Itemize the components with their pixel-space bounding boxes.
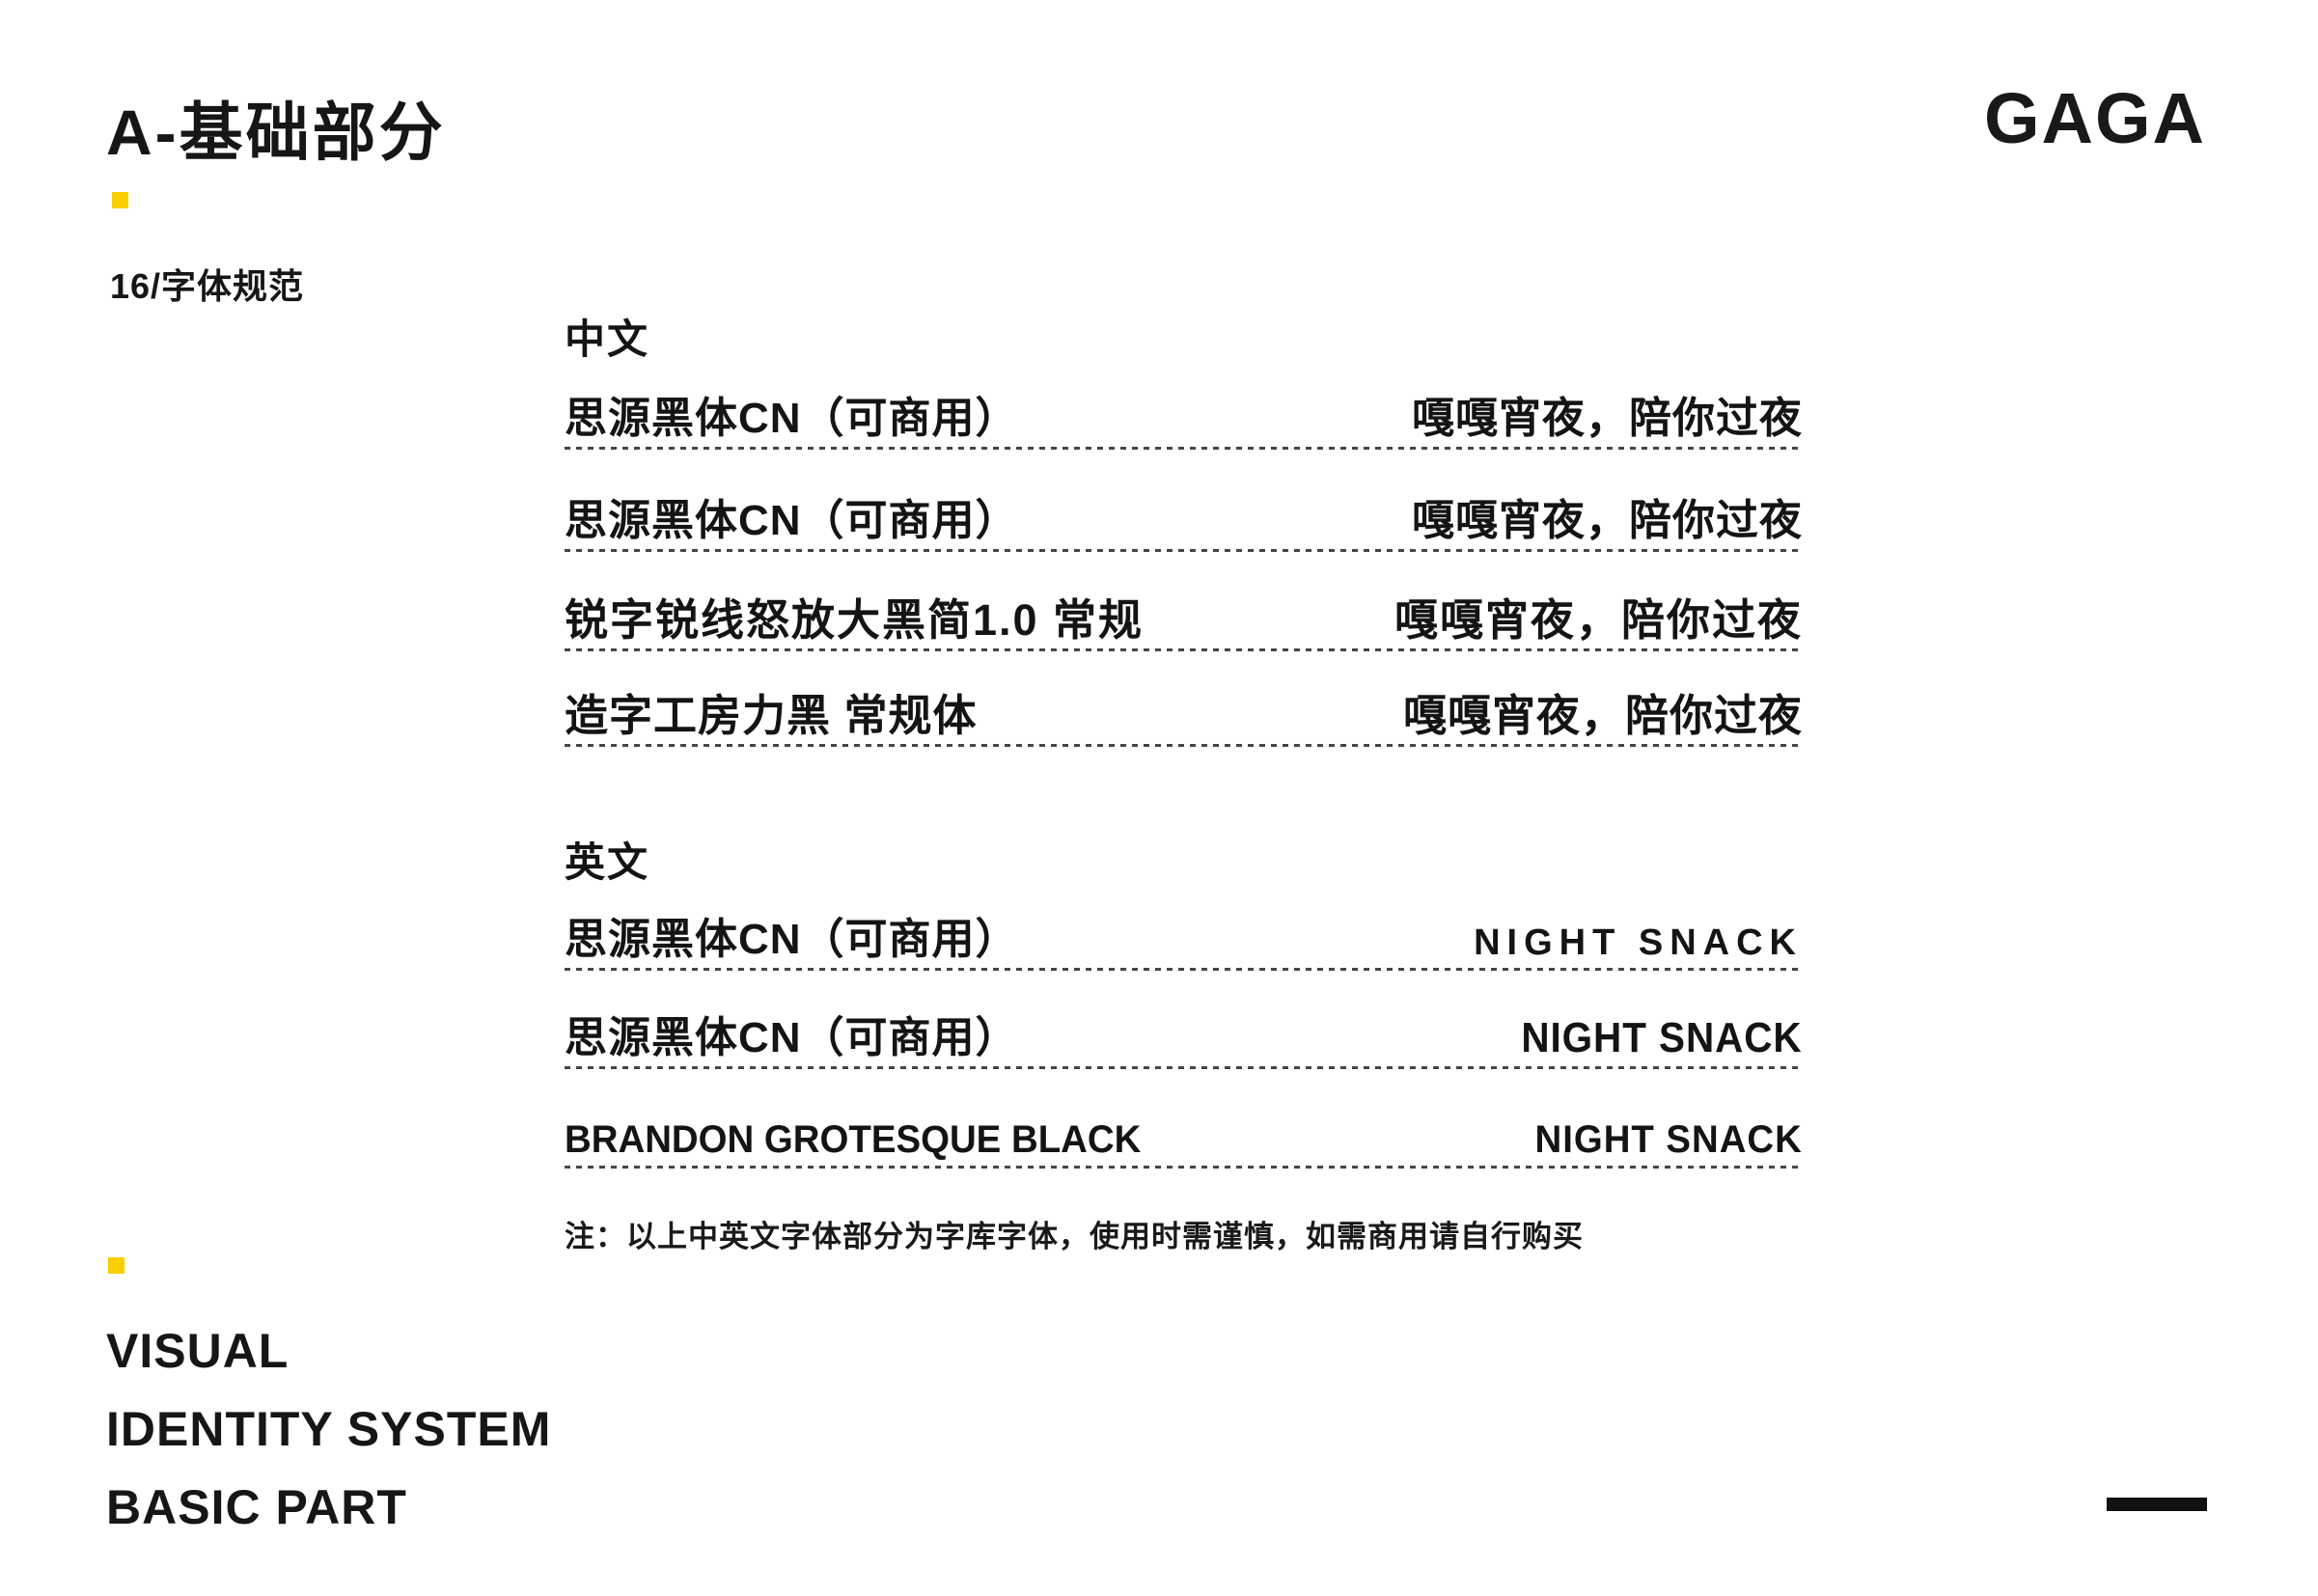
font-row-cn-1: 思源黑体CN（可商用） 嘎嘎宵夜，陪你过夜 xyxy=(565,386,1803,450)
subsection-label: 16/字体规范 xyxy=(110,266,305,306)
english-section-header: 英文 xyxy=(565,839,650,885)
footer-line-2: IDENTITY SYSTEM xyxy=(106,1402,552,1456)
font-name: 锐字锐线怒放大黑简1.0 常规 xyxy=(565,595,1145,645)
footer-line-3: BASIC PART xyxy=(106,1480,407,1534)
page-end-dash xyxy=(2107,1498,2207,1511)
font-sample: NIGHT SNACK xyxy=(1521,1014,1803,1061)
font-name: 思源黑体CN（可商用） xyxy=(565,395,1019,442)
font-name: 造字工房力黑 常规体 xyxy=(565,691,978,740)
font-row-cn-4: 造字工房力黑 常规体 嘎嘎宵夜，陪你过夜 xyxy=(565,683,1803,747)
font-row-en-1: 思源黑体CN（可商用） NIGHT SNACK xyxy=(565,905,1803,971)
font-name: 思源黑体CN（可商用） xyxy=(565,916,1019,963)
font-row-cn-3: 锐字锐线怒放大黑简1.0 常规 嘎嘎宵夜，陪你过夜 xyxy=(565,589,1803,651)
accent-square-top xyxy=(112,192,128,208)
font-name: 思源黑体CN（可商用） xyxy=(565,1014,1019,1061)
usage-note: 注：以上中英文字体部分为字库字体，使用时需谨慎，如需商用请自行购买 xyxy=(565,1220,1584,1253)
font-name: BRANDON GROTESQUE BLACK xyxy=(565,1118,1142,1161)
font-sample: 嘎嘎宵夜，陪你过夜 xyxy=(1412,395,1803,442)
gaga-logo: GAGA xyxy=(1984,78,2206,158)
font-sample: NIGHT SNACK xyxy=(1534,1118,1803,1161)
page-title: A-基础部分 xyxy=(106,96,446,168)
font-row-en-3: BRANDON GROTESQUE BLACK NIGHT SNACK xyxy=(565,1110,1803,1169)
font-sample: 嘎嘎宵夜，陪你过夜 xyxy=(1394,595,1803,645)
chinese-section-header: 中文 xyxy=(565,316,650,362)
footer-line-1: VISUAL xyxy=(106,1324,290,1378)
font-row-en-2: 思源黑体CN（可商用） NIGHT SNACK xyxy=(565,1005,1803,1069)
footer-title: VISUAL IDENTITY SYSTEM BASIC PART xyxy=(106,1312,551,1547)
font-sample: NIGHT SNACK xyxy=(1474,922,1803,963)
font-row-cn-2: 思源黑体CN（可商用） 嘎嘎宵夜，陪你过夜 xyxy=(565,487,1803,552)
font-sample: 嘎嘎宵夜，陪你过夜 xyxy=(1412,497,1803,544)
font-name: 思源黑体CN（可商用） xyxy=(565,497,1019,544)
font-sample: 嘎嘎宵夜，陪你过夜 xyxy=(1402,691,1803,740)
accent-square-footer xyxy=(108,1257,124,1274)
